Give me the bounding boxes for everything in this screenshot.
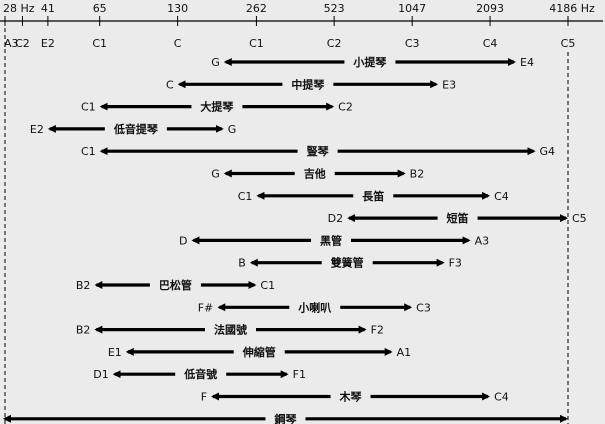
range-low-note: F (201, 391, 207, 404)
axis-note-label: C3 (405, 37, 420, 50)
axis-freq-label: 130 (167, 2, 188, 15)
range-high-note: A1 (397, 346, 412, 359)
instrument-row: 雙簧管 B F3 (238, 256, 462, 270)
instrument-row: 短笛 D2 C5 (328, 211, 587, 225)
instrument-row: 木琴 F C4 (201, 390, 509, 404)
axis-note-label: C4 (483, 37, 498, 50)
axis-note-label: E2 (41, 37, 55, 50)
range-high-note: C4 (494, 391, 509, 404)
instrument-row: 長笛 C1 C4 (238, 189, 509, 203)
instrument-name: 雙簧管 (331, 256, 364, 270)
range-high-note: F2 (371, 324, 384, 337)
axis-note-label: C (174, 37, 182, 50)
range-high-note: G4 (540, 145, 556, 158)
axis-freq-label: 1047 (398, 2, 426, 15)
range-low-note: B (238, 257, 246, 270)
axis-note-label: C1 (249, 37, 264, 50)
range-high-note: C5 (572, 212, 587, 225)
instrument-name: 木琴 (339, 390, 362, 404)
range-high-note: F3 (449, 257, 462, 270)
instrument-row: 中提琴 C E3 (166, 77, 456, 91)
instrument-name: 低音號 (183, 367, 217, 381)
instrument-name: 鋼琴 (273, 412, 296, 424)
instrument-name: 長笛 (362, 189, 384, 203)
range-high-note: A3 (475, 234, 490, 247)
instrument-row: 豎琴 C1 G4 (81, 145, 555, 158)
instrument-name: 短笛 (447, 211, 469, 225)
range-low-note: D1 (93, 368, 108, 381)
axis-freq-label: 2093 (476, 2, 504, 15)
range-low-note: G (211, 56, 220, 69)
range-high-note: C3 (416, 301, 431, 314)
instrument-row: 大提琴 C1 C2 (81, 100, 353, 114)
instrument-row: 黑管 D A3 (179, 233, 489, 247)
instrument-name: 低音提琴 (113, 122, 158, 136)
instrument-name: 伸縮管 (242, 345, 276, 359)
range-low-note: C1 (81, 101, 96, 114)
range-low-note: E1 (108, 346, 122, 359)
axis-freq-label: 41 (41, 2, 55, 15)
axis-freq-label: 262 (246, 2, 267, 15)
range-high-note: C1 (260, 279, 275, 292)
range-low-note: E2 (30, 123, 44, 136)
instrument-row: 低音提琴 E2 G (30, 122, 236, 136)
instrument-name: 中提琴 (291, 77, 324, 91)
instrument-name: 巴松管 (159, 278, 192, 292)
axis-note-label: C5 (561, 37, 576, 50)
axis-note-label: C2 (15, 37, 30, 50)
range-high-note: E4 (520, 56, 534, 69)
instrument-row: 小喇叭 F# C3 (198, 300, 431, 314)
axis-freq-label: 65 (93, 2, 107, 15)
instrument-name: 黑管 (320, 233, 342, 247)
instrument-row: 低音號 D1 F1 (93, 367, 306, 381)
instrument-row: 巴松管 B2 C1 (76, 278, 275, 292)
instrument-name: 吉他 (304, 167, 326, 181)
range-high-note: B2 (410, 168, 425, 181)
instrument-row: 小提琴 G E4 (211, 55, 534, 69)
axis-note-label: C1 (92, 37, 107, 50)
instrument-row: 伸縮管 E1 A1 (108, 345, 411, 359)
range-low-note: C1 (81, 145, 96, 158)
range-high-note: F1 (293, 368, 306, 381)
axis-freq-label: 28 Hz (3, 2, 35, 15)
instrument-name: 小喇叭 (297, 300, 331, 314)
range-low-note: C (166, 78, 174, 91)
axis-freq-label: 523 (324, 2, 345, 15)
range-low-note: G (211, 168, 220, 181)
instrument-row: 鋼琴 (2, 412, 568, 424)
axis-note-label: A3 (4, 37, 19, 50)
range-low-note: B2 (76, 279, 91, 292)
range-high-note: C4 (494, 190, 509, 203)
instrument-name: 小提琴 (352, 55, 386, 69)
instrument-row: 法國號 B2 F2 (76, 323, 384, 337)
range-high-note: C2 (338, 101, 353, 114)
range-low-note: D (179, 234, 187, 247)
range-low-note: F# (198, 301, 214, 314)
range-low-note: C1 (238, 190, 253, 203)
axis-note-label: C2 (327, 37, 342, 50)
instrument-row: 吉他 G B2 (211, 167, 424, 181)
instrument-name: 大提琴 (200, 100, 233, 114)
range-low-note: B2 (76, 324, 91, 337)
range-high-note: G (228, 123, 237, 136)
axis-freq-label: 4186 Hz (549, 2, 595, 15)
instrument-name: 豎琴 (307, 145, 329, 158)
range-high-note: E3 (442, 78, 456, 91)
range-low-note: D2 (328, 212, 343, 225)
instrument-name: 法國號 (214, 323, 247, 337)
